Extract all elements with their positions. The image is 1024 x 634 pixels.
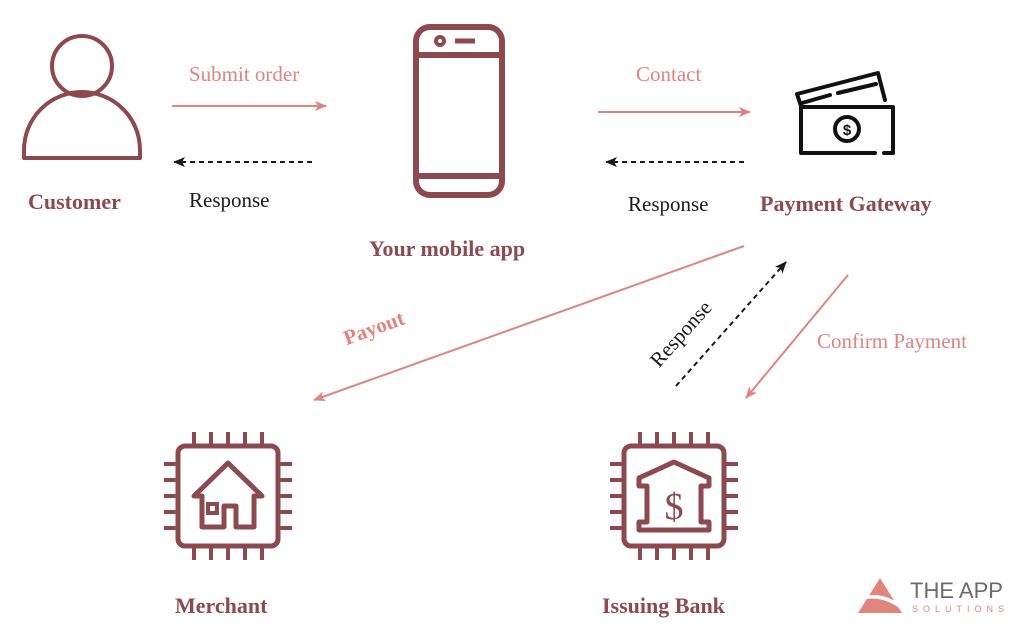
- logo-subtext: SOLUTIONS: [912, 604, 1010, 614]
- edge-label-confirm-payment: Confirm Payment: [817, 329, 967, 353]
- logo-mark-icon: [858, 578, 905, 613]
- person-icon: [22, 34, 142, 160]
- edge-label-response-gateway-app: Response: [628, 192, 709, 216]
- node-label-mobile-app: Your mobile app: [369, 236, 526, 261]
- edge-label-contact: Contact: [636, 62, 702, 86]
- chip-house-icon: [164, 432, 292, 560]
- arrow-response-bank-gateway: [675, 261, 787, 387]
- svg-text:$: $: [843, 122, 852, 139]
- node-label-merchant: Merchant: [175, 593, 268, 618]
- edge-label-response-app-customer: Response: [189, 188, 270, 212]
- logo-text: THE APP: [910, 578, 1003, 603]
- cash-cards-icon: $: [795, 71, 895, 155]
- arrow-payout: [313, 245, 745, 401]
- node-label-customer: Customer: [28, 189, 121, 214]
- arrow-confirm-payment: [745, 274, 849, 399]
- node-label-payment-gateway: Payment Gateway: [760, 191, 932, 216]
- smartphone-icon: [413, 24, 505, 198]
- node-label-issuing-bank: Issuing Bank: [602, 593, 725, 618]
- edge-label-submit-order: Submit order: [189, 62, 300, 86]
- chip-bank-icon: $: [610, 432, 738, 560]
- svg-text:$: $: [665, 486, 684, 528]
